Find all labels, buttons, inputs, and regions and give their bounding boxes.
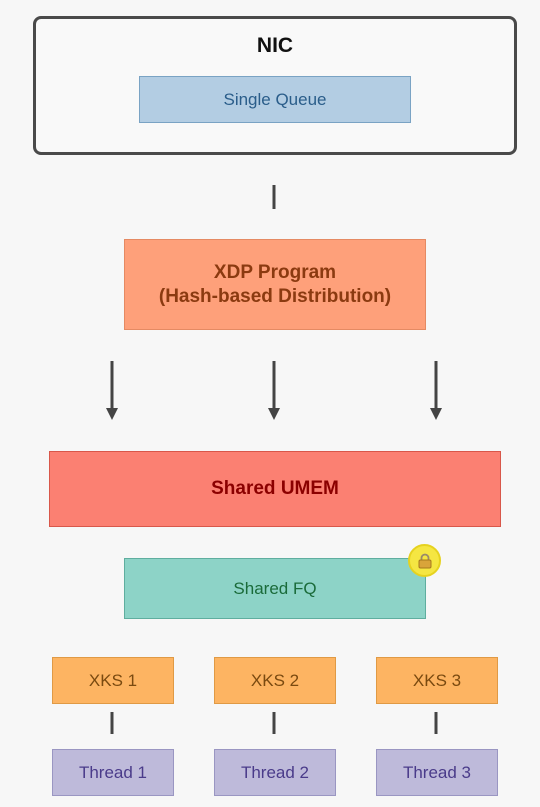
xdp-program-box: XDP Program (Hash-based Distribution) [124, 239, 426, 330]
thread-box-2: Thread 2 [214, 749, 336, 796]
arrow-3-icon [430, 361, 442, 420]
lock-icon [408, 544, 441, 577]
xks-box-2: XKS 2 [214, 657, 336, 704]
xdp-subtitle: (Hash-based Distribution) [158, 285, 392, 307]
xks-box-1: XKS 1 [52, 657, 174, 704]
single-queue-box: Single Queue [139, 76, 411, 123]
arrow-1-icon [106, 361, 118, 420]
xks-box-3: XKS 3 [376, 657, 498, 704]
arrow-2-icon [268, 361, 280, 420]
shared-fq-box: Shared FQ [124, 558, 426, 619]
nic-title: NIC [256, 34, 294, 57]
thread-box-3: Thread 3 [376, 749, 498, 796]
shared-umem-box: Shared UMEM [49, 451, 501, 527]
thread-box-1: Thread 1 [52, 749, 174, 796]
xdp-title: XDP Program [213, 261, 337, 283]
